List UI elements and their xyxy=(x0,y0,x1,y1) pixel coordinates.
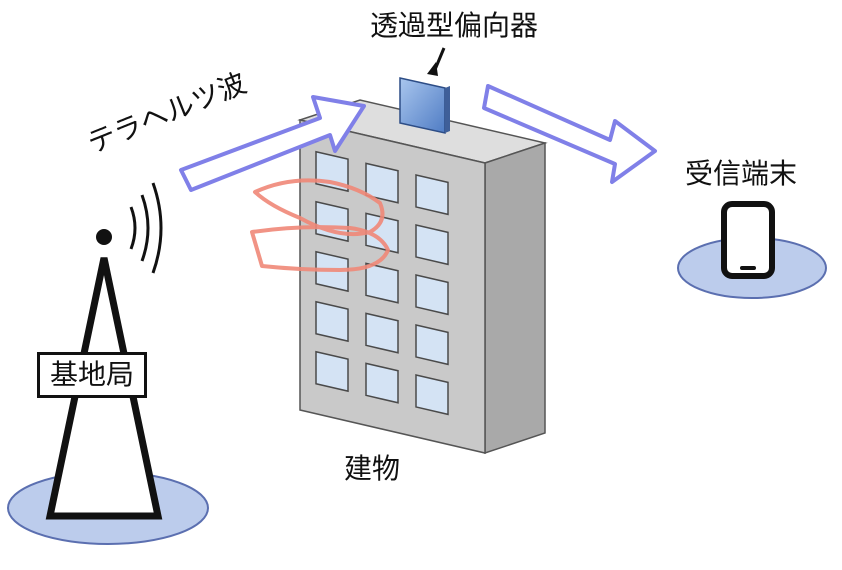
blocked-wave-outline xyxy=(250,178,390,272)
building-window xyxy=(415,174,449,216)
building-window xyxy=(415,224,449,266)
receiver-label: 受信端末 xyxy=(685,157,798,190)
building-window xyxy=(415,274,449,316)
deflector-panel xyxy=(399,77,450,134)
building-window xyxy=(365,262,399,304)
antenna-tip-icon xyxy=(96,229,112,245)
building-window xyxy=(365,362,399,404)
building xyxy=(297,99,548,455)
terahertz-wave-arrow-deflected xyxy=(482,84,657,184)
base-station-label: 基地局 xyxy=(37,352,148,398)
terahertz-wave-arrow-incoming xyxy=(179,95,366,192)
building-window xyxy=(365,312,399,354)
building-window xyxy=(365,162,399,204)
building-window xyxy=(415,324,449,366)
building-label: 建物 xyxy=(344,452,401,485)
base-station-tower xyxy=(45,182,163,520)
building-window xyxy=(415,374,449,416)
radio-wave-icon xyxy=(129,182,163,274)
smartphone-icon xyxy=(721,201,775,279)
building-side xyxy=(484,141,546,455)
deflector-pointer-arrow xyxy=(427,47,446,76)
building-window xyxy=(315,350,349,393)
building-window xyxy=(315,300,349,343)
deflector-label: 透過型偏向器 xyxy=(370,9,539,42)
